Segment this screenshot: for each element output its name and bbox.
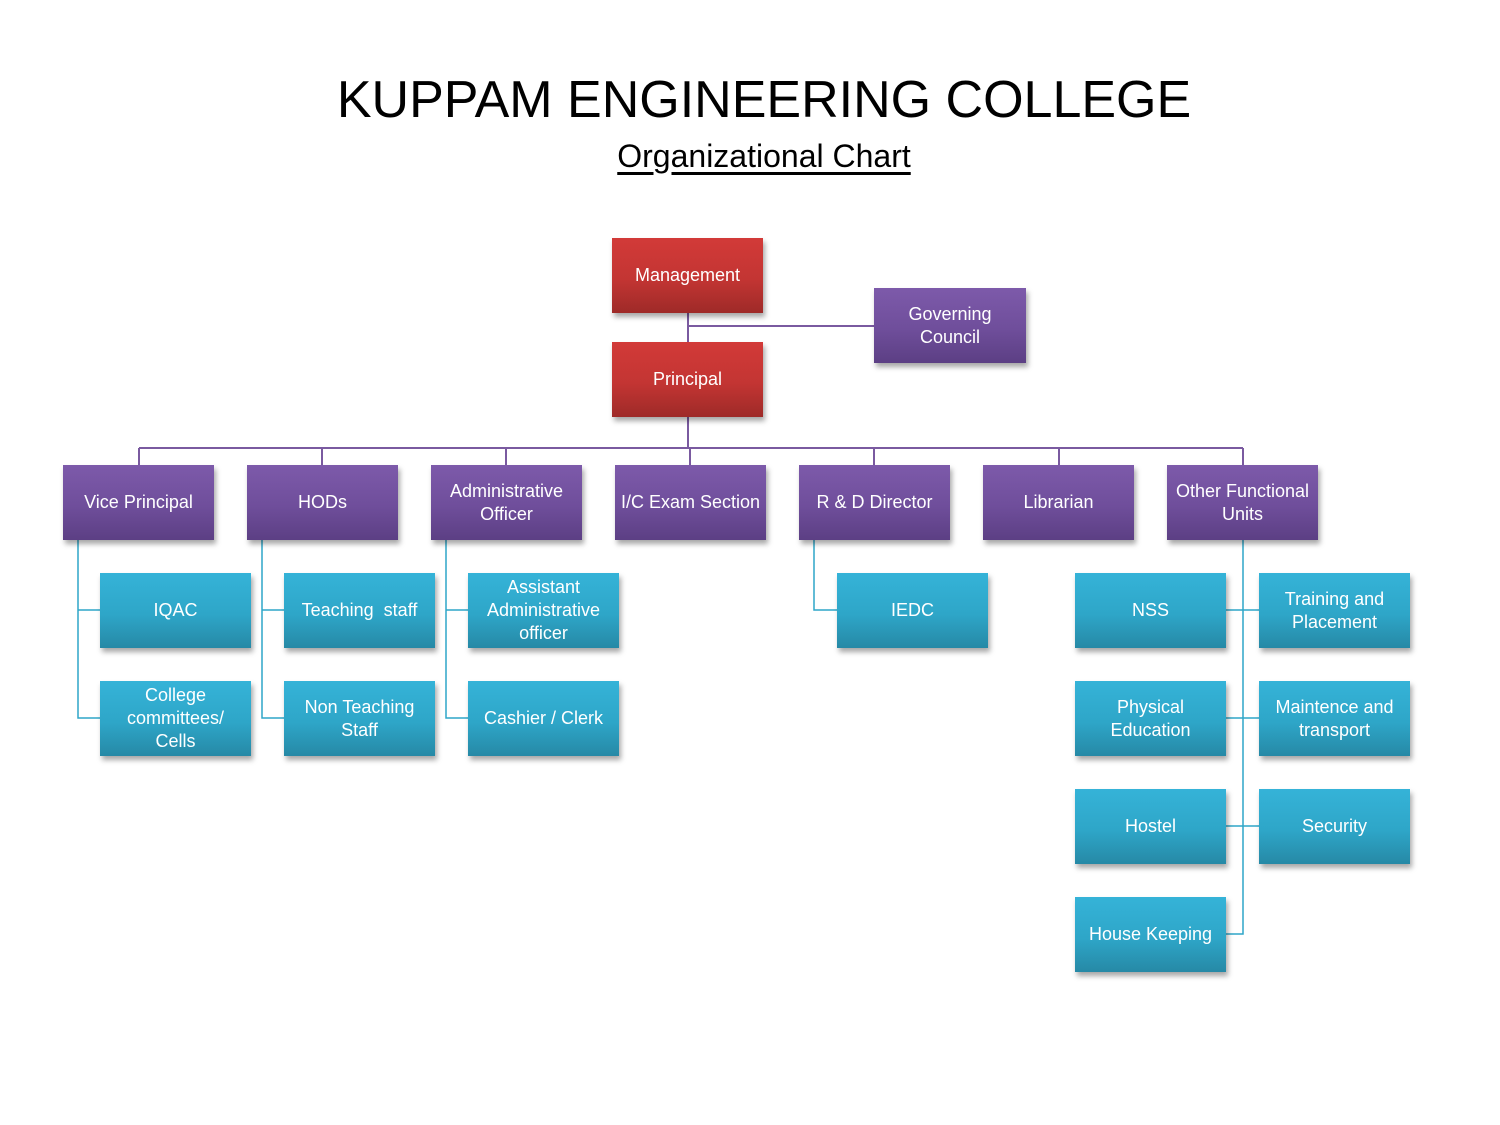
node-cashier-clerk: Cashier / Clerk — [468, 681, 619, 756]
node-librarian: Librarian — [983, 465, 1134, 540]
node-principal: Principal — [612, 342, 763, 417]
connector-vp-children — [77, 540, 100, 719]
node-hostel: Hostel — [1075, 789, 1226, 864]
node-management: Management — [612, 238, 763, 313]
page-title: KUPPAM ENGINEERING COLLEGE — [336, 71, 1192, 129]
node-vice-principal: Vice Principal — [63, 465, 214, 540]
node-training-placement: Training and Placement — [1259, 573, 1410, 648]
node-nss: NSS — [1075, 573, 1226, 648]
node-administrative-officer: Administrative Officer — [431, 465, 582, 540]
connector-admin-children — [445, 540, 468, 719]
node-assistant-admin-officer: Assistant Administrative officer — [468, 573, 619, 648]
node-maintenance-transport: Maintence and transport — [1259, 681, 1410, 756]
node-teaching-staff: Teaching staff — [284, 573, 435, 648]
page-subtitle: Organizational Chart — [617, 138, 911, 174]
node-physical-education: Physical Education — [1075, 681, 1226, 756]
node-iqac: IQAC — [100, 573, 251, 648]
node-college-committees: College committees/ Cells — [100, 681, 251, 756]
connector-hods-children — [261, 540, 284, 719]
node-iedc: IEDC — [837, 573, 988, 648]
node-governing-council: Governing Council — [874, 288, 1026, 363]
purple-connectors — [138, 313, 1244, 465]
node-rd-director: R & D Director — [799, 465, 950, 540]
node-security: Security — [1259, 789, 1410, 864]
connector-other-units-children — [1226, 540, 1259, 935]
blue-connectors — [77, 540, 1259, 935]
node-hods: HODs — [247, 465, 398, 540]
node-house-keeping: House Keeping — [1075, 897, 1226, 972]
node-non-teaching-staff: Non Teaching Staff — [284, 681, 435, 756]
node-other-functional-units: Other Functional Units — [1167, 465, 1318, 540]
node-exam-section: I/C Exam Section — [615, 465, 766, 540]
connector-rd-children — [813, 540, 837, 611]
